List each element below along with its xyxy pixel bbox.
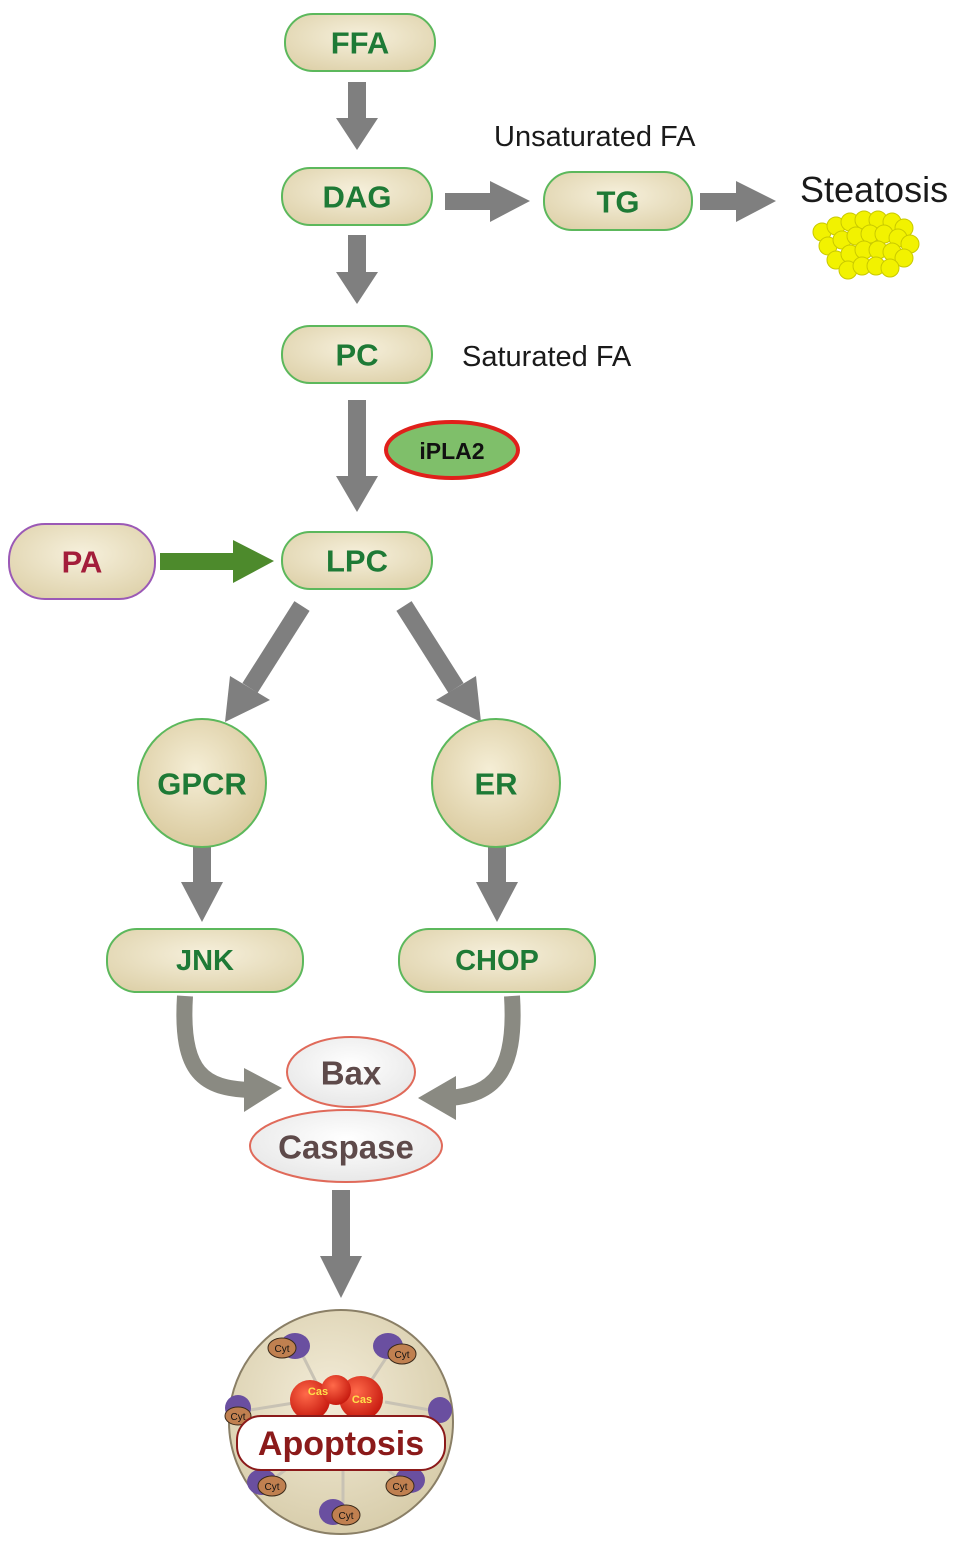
cyt-molecule (428, 1397, 452, 1423)
node-lpc-label: LPC (326, 544, 388, 579)
caspase-spheres: Cas Cas (290, 1375, 383, 1420)
node-pc: PC (281, 325, 433, 384)
node-er: ER (431, 718, 561, 848)
node-pa-label: PA (62, 545, 103, 580)
node-gpcr: GPCR (137, 718, 267, 848)
arrows (160, 82, 776, 1298)
cyt-molecule: Cyt (385, 1467, 425, 1497)
cyt-molecule: Cyt (267, 1333, 310, 1359)
node-iPLA2-label: iPLA2 (419, 438, 484, 464)
node-apoptosis-label: Apoptosis (258, 1425, 424, 1463)
cytochrome-c-molecules: Cyt Cyt Cyt Cyt C (224, 1333, 452, 1526)
label-unsaturated-fa: Unsaturated FA (494, 121, 696, 153)
node-ffa: FFA (284, 13, 436, 72)
node-caspase: Caspase (249, 1109, 443, 1183)
node-tg-label: TG (596, 185, 639, 220)
node-dag: DAG (281, 167, 433, 226)
arrow-lpc-to-er (396, 601, 481, 722)
node-bax: Bax (286, 1036, 416, 1108)
node-jnk: JNK (106, 928, 304, 993)
node-iPLA2: iPLA2 (384, 420, 520, 480)
node-pc-label: PC (335, 338, 378, 373)
node-bax-label: Bax (321, 1055, 382, 1092)
arrow-dag-to-tg (445, 181, 530, 222)
node-pa: PA (8, 523, 156, 600)
label-saturated-fa: Saturated FA (462, 341, 632, 373)
arrow-pa-to-lpc (160, 540, 274, 583)
cyt-label: Cyt (339, 1511, 354, 1522)
arrow-caspase-to-apoptosis (320, 1190, 362, 1298)
arrow-chop-to-bax (418, 995, 521, 1120)
arrow-er-to-chop (476, 846, 518, 922)
node-caspase-label: Caspase (278, 1129, 414, 1166)
node-er-label: ER (474, 767, 517, 802)
node-jnk-label: JNK (176, 945, 234, 977)
cas-label-1: Cas (308, 1386, 328, 1398)
cas-label-2: Cas (352, 1394, 372, 1406)
arrow-dag-to-pc (336, 235, 378, 304)
cyt-molecule: Cyt (247, 1469, 287, 1497)
node-lpc: LPC (281, 531, 433, 590)
cyt-molecule: Cyt (224, 1395, 252, 1426)
node-chop: CHOP (398, 928, 596, 993)
cyt-label: Cyt (275, 1344, 290, 1355)
arrow-lpc-to-gpcr (225, 601, 310, 722)
label-steatosis: Steatosis (800, 169, 948, 210)
arrow-ffa-to-dag (336, 82, 378, 150)
node-chop-label: CHOP (455, 945, 539, 977)
cyt-label: Cyt (395, 1350, 410, 1361)
arrow-tg-to-steatosis (700, 181, 776, 222)
cyt-label: Cyt (265, 1482, 280, 1493)
cyt-label: Cyt (393, 1482, 408, 1493)
node-tg: TG (543, 171, 693, 231)
arrow-gpcr-to-jnk (181, 846, 223, 922)
arrow-pc-to-lpc (336, 400, 378, 512)
steatosis-lipid-droplets-icon (812, 210, 920, 280)
cyt-label: Cyt (231, 1412, 246, 1423)
cyt-molecule: Cyt (373, 1333, 417, 1365)
arrow-jnk-to-bax (176, 995, 282, 1112)
node-gpcr-label: GPCR (157, 767, 247, 802)
node-ffa-label: FFA (331, 26, 390, 61)
cyt-molecule: Cyt (319, 1499, 361, 1526)
node-dag-label: DAG (323, 180, 392, 215)
apoptosis-cell: Cas Cas Cyt Cyt Cyt (224, 1309, 454, 1535)
